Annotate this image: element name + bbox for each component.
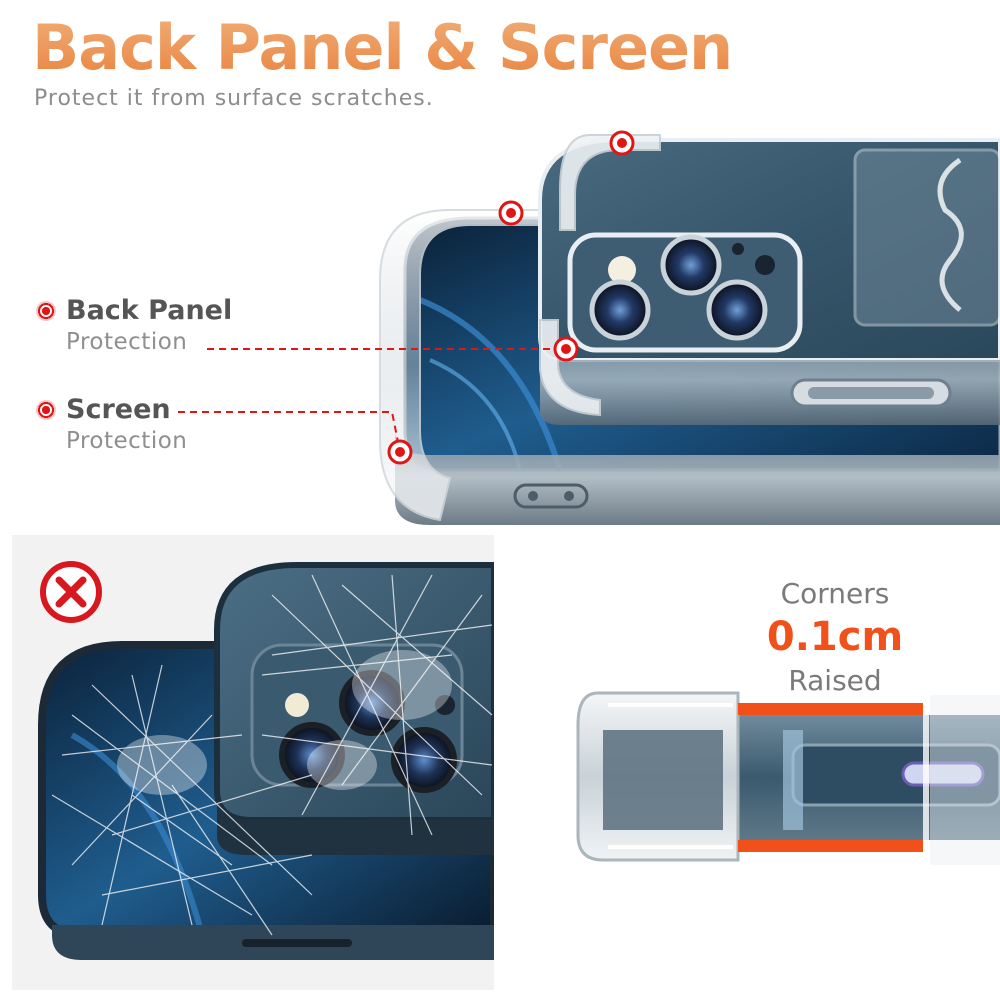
- callout-subtitle: Protection: [66, 428, 188, 454]
- page-title: Back Panel & Screen: [32, 8, 733, 88]
- red-dot-icon: [387, 439, 413, 465]
- x-circle-icon: [40, 561, 102, 623]
- raised-label: Raised: [788, 664, 882, 697]
- callout-screen: Screen Protection: [66, 394, 187, 456]
- callout-title: Screen: [66, 394, 171, 425]
- hero-case-illustration: [178, 130, 1000, 525]
- back-phone: [538, 134, 1000, 425]
- corners-label: Corners: [780, 577, 890, 610]
- red-dot-icon: [36, 400, 56, 420]
- screen-leader-line: [178, 411, 401, 453]
- callout-title: Back Panel: [66, 295, 233, 326]
- raised-corner-illustration: [576, 691, 1000, 865]
- red-dot-icon: [609, 130, 635, 156]
- red-dot-icon: [553, 336, 579, 362]
- scratch-haze: [117, 650, 452, 795]
- corner-height-value: 0.1cm: [766, 614, 904, 660]
- red-dot-icon: [36, 301, 56, 321]
- raised-edge-highlight: [738, 703, 923, 715]
- raised-corner-panel: [508, 535, 1000, 990]
- red-dot-icon: [498, 200, 524, 226]
- scratch-marks: [51, 574, 493, 936]
- callout-subtitle: Protection: [66, 329, 188, 355]
- page-subtitle: Protect it from surface scratches.: [34, 86, 434, 111]
- raised-edge-highlight: [738, 840, 923, 852]
- callout-back-panel: Back Panel Protection: [66, 295, 232, 357]
- scratched-phone-illustration: [38, 562, 494, 960]
